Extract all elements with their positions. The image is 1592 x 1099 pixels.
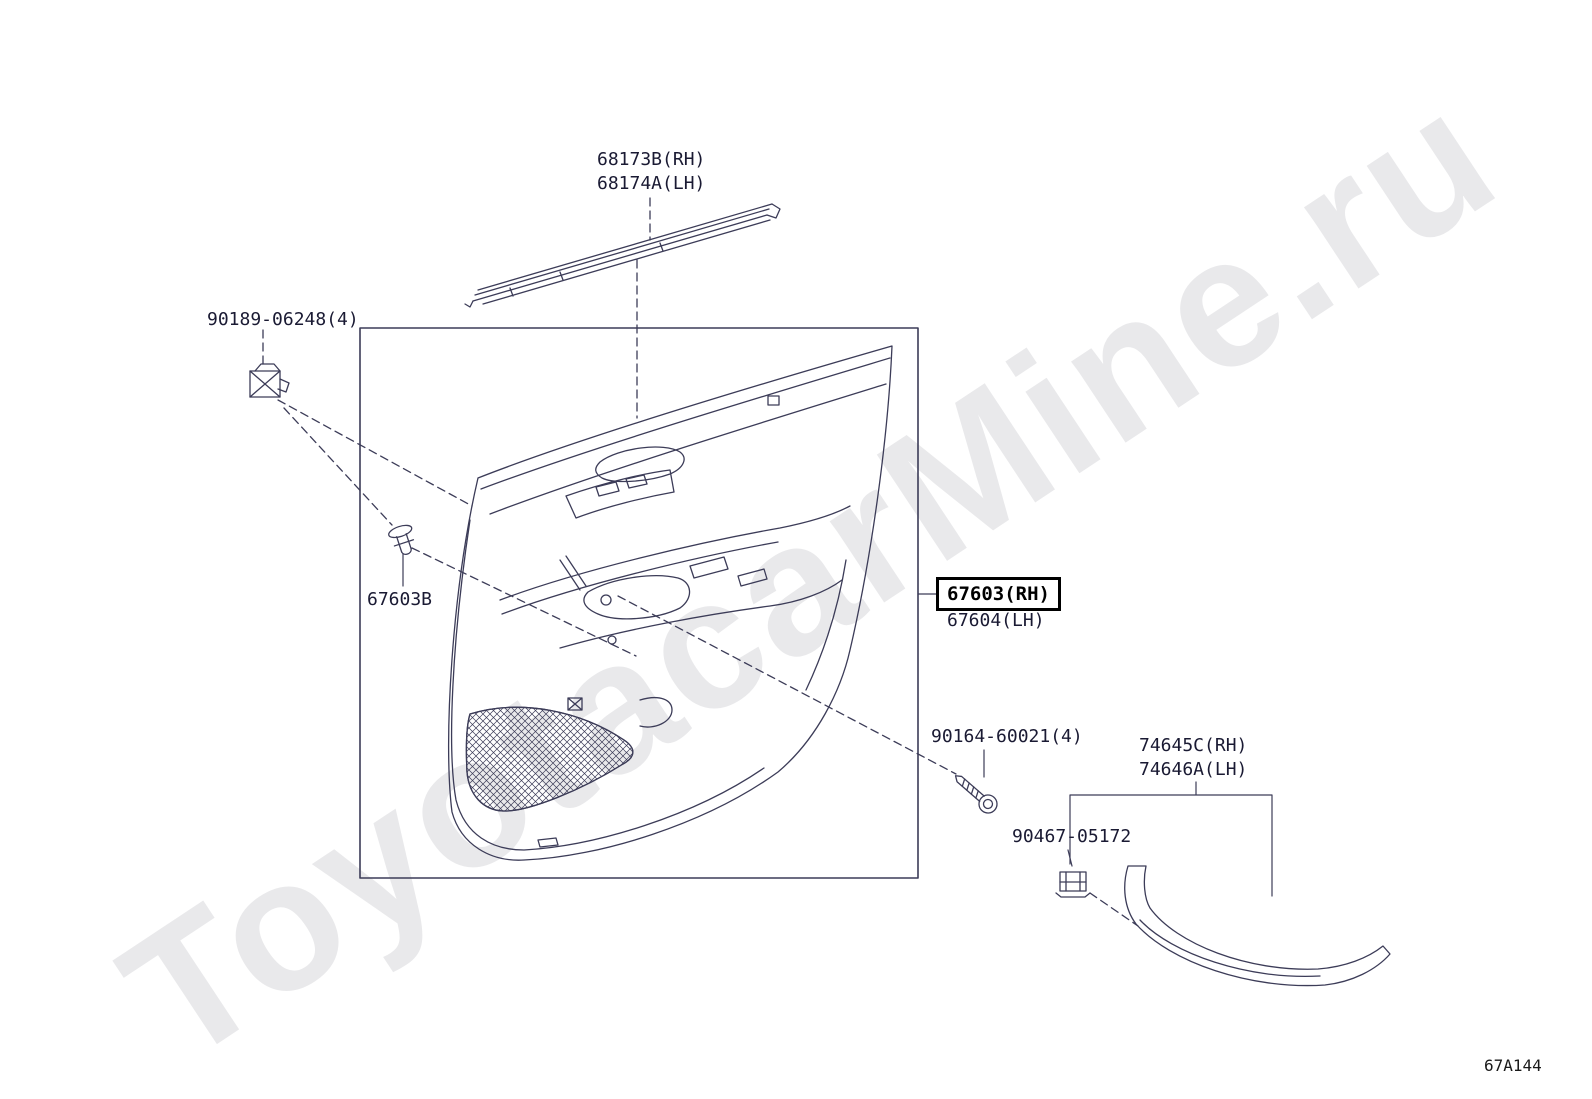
label-door-panel-lh: 67604(LH)	[947, 610, 1045, 631]
door-trim-panel-drawing	[447, 345, 893, 861]
label-screw: 90164-60021(4)	[931, 726, 1083, 747]
push-pin-drawing	[388, 524, 415, 555]
armrest-trim-drawing	[1124, 865, 1391, 987]
label-belt-molding-rh: 68173B(RH)	[597, 149, 706, 170]
screw-drawing	[954, 775, 998, 814]
retainer-clip-drawing	[249, 363, 290, 398]
belt-molding-drawing	[464, 203, 781, 308]
diagram-code: 67A144	[1484, 1056, 1542, 1075]
label-armrest-trim-lh: 74646A(LH)	[1139, 759, 1248, 780]
label-belt-molding-lh: 68174A(LH)	[597, 173, 706, 194]
dashed-leader-lines	[262, 197, 1139, 927]
label-door-panel-rh-highlighted: 67603(RH)	[936, 577, 1061, 611]
label-push-pin: 67603B	[367, 589, 433, 610]
leader-lines	[402, 553, 1273, 897]
frame-box	[359, 327, 919, 879]
label-retainer-clip: 90189-06248(4)	[207, 309, 359, 330]
label-armrest-trim-rh: 74645C(RH)	[1139, 735, 1248, 756]
label-trim-clip: 90467-05172	[1012, 826, 1132, 847]
trim-clip-drawing	[1055, 871, 1091, 898]
